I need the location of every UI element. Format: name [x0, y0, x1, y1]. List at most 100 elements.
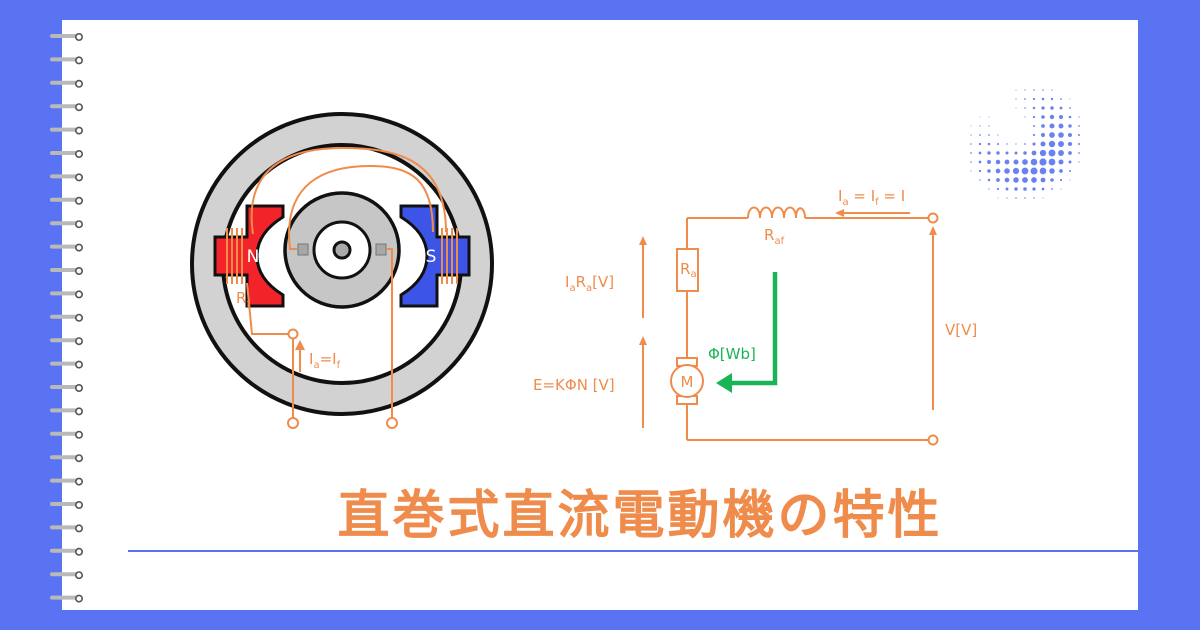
halftone-dot — [997, 197, 999, 199]
back-emf-label: E=KΦN [V] — [533, 376, 615, 394]
binding-hole — [75, 383, 84, 392]
binding-hole — [75, 79, 84, 88]
halftone-dot — [1078, 125, 1080, 127]
halftone-dot — [1069, 170, 1071, 172]
voltage-arrows — [642, 232, 934, 428]
binding-hole — [75, 407, 84, 416]
binding-hole — [75, 243, 84, 252]
halftone-dot — [1033, 89, 1035, 91]
voltage-drop-arrow-head — [639, 236, 647, 245]
shaft — [332, 240, 352, 260]
halftone-dot — [1013, 177, 1019, 183]
line-current-label: Ia = If = I — [838, 187, 905, 208]
halftone-dot — [1068, 160, 1072, 164]
halftone-dot — [1068, 133, 1072, 137]
halftone-dot — [1032, 133, 1036, 137]
halftone-dot — [1050, 97, 1054, 101]
halftone-dot — [1014, 151, 1018, 155]
halftone-dot — [1069, 179, 1071, 181]
halftone-dot — [1005, 187, 1009, 191]
halftone-dot — [1039, 149, 1047, 157]
motor-terminal-left — [287, 417, 299, 429]
binding-hole — [75, 594, 84, 603]
page-title: 直巻式直流電動機の特性 — [337, 486, 942, 546]
halftone-dot — [1033, 197, 1035, 199]
halftone-dot — [1041, 124, 1045, 128]
halftone-dot — [1078, 161, 1080, 163]
halftone-dot — [1058, 141, 1064, 147]
halftone-dot — [1015, 143, 1017, 145]
halftone-dot — [979, 116, 981, 118]
binding-hole — [75, 196, 84, 205]
supply-terminal-bottom — [927, 434, 939, 446]
binding-hole — [75, 500, 84, 509]
binding-hole — [75, 313, 84, 322]
halftone-dot — [1030, 158, 1038, 166]
halftone-dot — [988, 116, 990, 118]
halftone-dot — [1013, 159, 1019, 165]
halftone-dot — [1004, 177, 1010, 183]
halftone-dot — [1039, 158, 1047, 166]
halftone-dot — [1021, 167, 1029, 175]
supply-voltage-arrow-head — [929, 226, 937, 235]
halftone-dot — [995, 159, 1001, 165]
halftone-dot — [996, 142, 1000, 146]
halftone-dot — [1048, 158, 1056, 166]
halftone-dot — [970, 125, 972, 127]
series-field-resistance-label: Raf — [764, 226, 785, 247]
halftone-dot — [1041, 106, 1045, 110]
halftone-dot — [1060, 98, 1062, 100]
north-field-coil — [226, 228, 243, 284]
halftone-dot — [1078, 116, 1080, 118]
halftone-dot — [1004, 159, 1010, 165]
left-brush — [297, 243, 309, 256]
binding-hole — [75, 126, 84, 135]
binding-hole — [75, 360, 84, 369]
halftone-dot — [970, 170, 972, 172]
halftone-dot — [1014, 187, 1018, 191]
halftone-dot — [1024, 98, 1026, 100]
halftone-dot — [1015, 107, 1017, 109]
halftone-dot — [1006, 197, 1008, 199]
halftone-dot — [997, 134, 999, 136]
halftone-dot — [1059, 178, 1063, 182]
flux-arrow-head — [716, 373, 732, 393]
circuit-wires — [686, 206, 930, 441]
halftone-dot — [1023, 151, 1027, 155]
halftone-dot — [1022, 159, 1028, 165]
halftone-dot — [1078, 152, 1080, 154]
halftone-dot — [1040, 177, 1046, 183]
halftone-dot — [1051, 89, 1053, 91]
north-pole-piece — [213, 204, 285, 308]
halftone-dot — [1068, 151, 1072, 155]
current-arrow-head — [295, 340, 305, 350]
dc-motor-cross-section-icon: N S Rf Ia=If — [190, 112, 494, 429]
halftone-dot — [1024, 116, 1026, 118]
halftone-dot — [1058, 150, 1064, 156]
halftone-dot — [1059, 106, 1063, 110]
halftone-dot — [1012, 167, 1020, 175]
halftone-dot — [1022, 177, 1028, 183]
north-pole-label: N — [247, 247, 260, 267]
binding-hole — [75, 32, 84, 41]
south-field-coil — [441, 228, 458, 284]
halftone-dot — [1067, 141, 1073, 147]
halftone-dot — [1050, 106, 1054, 110]
motor-terminal-right — [386, 417, 398, 429]
halftone-dot — [970, 134, 972, 136]
halftone-dot — [1032, 115, 1036, 119]
binding-hole — [75, 547, 84, 556]
flux-arrow — [726, 272, 778, 386]
halftone-dot — [1006, 143, 1008, 145]
halftone-dot — [996, 151, 1000, 155]
halftone-dot — [979, 134, 981, 136]
halftone-dot — [1049, 123, 1055, 129]
south-pole-piece — [399, 204, 471, 308]
binding-hole — [75, 454, 84, 463]
motor-current-label: Ia=If — [309, 350, 341, 371]
halftone-dot — [1031, 150, 1037, 156]
halftone-dot — [1032, 106, 1036, 110]
south-pole-label: S — [426, 247, 437, 267]
binding-hole — [75, 103, 84, 112]
